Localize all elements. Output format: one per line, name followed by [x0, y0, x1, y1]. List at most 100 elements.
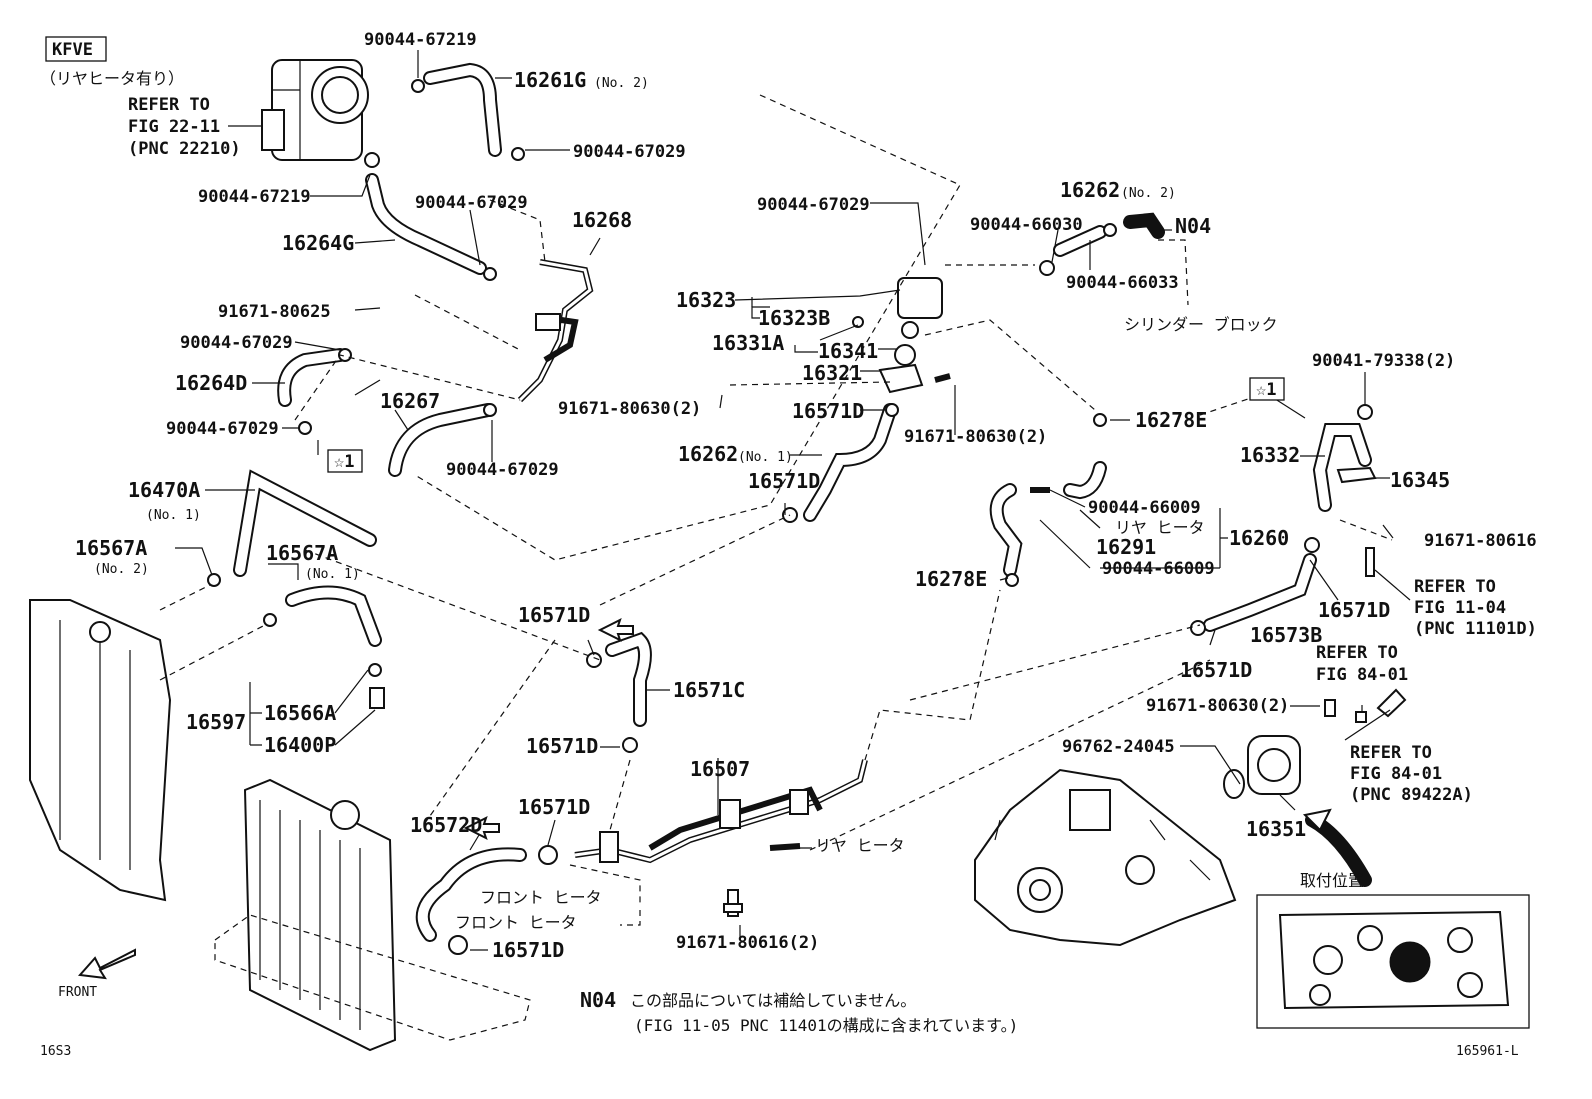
- label-16264d: 16264D: [175, 371, 247, 395]
- label-91671-80630-a: 91671-80630(2): [558, 399, 701, 419]
- label-16262-no2-sub: (No. 2): [1121, 186, 1176, 201]
- label-refer-1104-a: REFER TO: [1414, 577, 1496, 597]
- label-91671-80616-bottom: 91671-80616(2): [676, 933, 819, 953]
- pipe-16268: [517, 259, 594, 403]
- label-16566a: 16566A: [264, 701, 336, 725]
- footer-note: N04 この部品については補給していません。 (FIG 11-05 PNC 11…: [40, 988, 1519, 1059]
- hose-16567a: [263, 585, 385, 709]
- label-refer-8401-a: REFER TO: [1316, 643, 1398, 663]
- refer-line-2: FIG 22-11: [128, 117, 220, 137]
- header-block: KFVE （リヤヒータ有り） REFER TO FIG 22-11 (PNC 2…: [40, 36, 262, 159]
- label-16341: 16341: [818, 339, 878, 363]
- mount-position-arrow: [1302, 808, 1372, 887]
- label-16567a-left-sub: (No. 2): [94, 562, 149, 577]
- thermostat-housing: [852, 277, 951, 394]
- hose-16572d: [415, 845, 558, 955]
- label-16261g-sub: (No. 2): [594, 76, 649, 91]
- label-refer-8401c-c: (PNC 89422A): [1350, 785, 1473, 805]
- label-16567a-mid: 16567A: [266, 541, 338, 565]
- label-90044-66033: 90044-66033: [1066, 273, 1179, 293]
- label-90044-67219-top: 90044-67219: [364, 30, 477, 50]
- rear-heater-condition: （リヤヒータ有り）: [40, 69, 184, 88]
- note-line-2: (FIG 11-05 PNC 11401の構成に含まれています。): [634, 1016, 1018, 1035]
- label-90044-66030: 90044-66030: [970, 215, 1083, 235]
- label-91671-80616-right: 91671-80616: [1424, 531, 1537, 551]
- label-star1-left: ☆1: [334, 452, 354, 472]
- label-16571d-b: 16571D: [748, 469, 820, 493]
- label-16262-no2: 16262: [1060, 178, 1120, 202]
- label-16470a-sub: (No. 1): [146, 508, 201, 523]
- note-line-1: この部品については補給していません。: [630, 991, 916, 1010]
- label-16567a-mid-sub: (No. 1): [305, 567, 360, 582]
- label-16332: 16332: [1240, 443, 1300, 467]
- label-cylinder-block: シリンダー ブロック: [1124, 315, 1278, 334]
- hose-16470a: [207, 469, 377, 587]
- hose-16264d: [277, 348, 352, 435]
- label-16345: 16345: [1390, 468, 1450, 492]
- label-16264g: 16264G: [282, 231, 354, 255]
- label-16262-no1: 16262: [678, 442, 738, 466]
- part-labels: 90044-67219 16261G (No. 2) 90044-67029 9…: [58, 30, 1537, 1000]
- label-90044-67029-f: 90044-67029: [757, 195, 870, 215]
- hose-16573b: [1190, 537, 1320, 636]
- label-16571d-g: 16571D: [518, 795, 590, 819]
- label-90041-79338: 90041-79338(2): [1312, 351, 1455, 371]
- hose-16264g: [365, 173, 497, 281]
- bolt-91671-80616: [723, 889, 743, 917]
- flow-arrow-left-icon: [597, 618, 634, 642]
- label-91671-80630-b: 91671-80630(2): [904, 427, 1047, 447]
- label-16260: 16260: [1229, 526, 1289, 550]
- label-16571d-c: 16571D: [1318, 598, 1390, 622]
- label-96762-24045: 96762-24045: [1062, 737, 1175, 757]
- hose-16571c: [586, 631, 652, 753]
- label-16321: 16321: [802, 361, 862, 385]
- label-90044-67029-c: 90044-67029: [180, 333, 293, 353]
- label-16267: 16267: [380, 389, 440, 413]
- refer-line-3: (PNC 22210): [128, 139, 241, 159]
- label-16268: 16268: [572, 208, 632, 232]
- label-star1-right: ☆1: [1256, 380, 1276, 400]
- front-arrow: [77, 948, 136, 980]
- label-16571d-f: 16571D: [526, 734, 598, 758]
- hose-16291: [989, 413, 1107, 587]
- label-16323: 16323: [676, 288, 736, 312]
- label-91671-80630-c: 91671-80630(2): [1146, 696, 1289, 716]
- label-refer-1104-b: FIG 11-04: [1414, 598, 1506, 618]
- label-refer-8401-b: FIG 84-01: [1316, 665, 1408, 685]
- label-refer-8401c-a: REFER TO: [1350, 743, 1432, 763]
- label-16507: 16507: [690, 757, 750, 781]
- label-front-heater-a: フロント ヒータ: [480, 888, 602, 907]
- label-16261g: 16261G: [514, 68, 586, 92]
- note-code: N04: [580, 988, 616, 1012]
- label-16278e-top: 16278E: [1135, 408, 1207, 432]
- dashed-connections: [159, 94, 1393, 926]
- label-16573b: 16573B: [1250, 623, 1322, 647]
- label-16291: 16291: [1096, 535, 1156, 559]
- engine-box: [45, 36, 107, 62]
- label-90044-67029-a: 90044-67029: [573, 142, 686, 162]
- label-16597: 16597: [186, 710, 246, 734]
- label-90044-66009-b: 90044-66009: [1102, 559, 1215, 579]
- label-n04: N04: [1175, 214, 1211, 238]
- label-rear-heater-a: リヤ ヒータ: [1115, 518, 1205, 537]
- hose-16261g: [411, 62, 525, 161]
- diagram-id: 165961-L: [1456, 1044, 1519, 1059]
- label-90044-67029-d: 90044-67029: [166, 419, 279, 439]
- engine-code: KFVE: [52, 40, 93, 60]
- radiator-support-frame: [29, 599, 172, 902]
- star-box-right: [1249, 377, 1285, 401]
- pipe-16507: [574, 759, 868, 864]
- label-16571d-h: 16571D: [492, 938, 564, 962]
- engine-block-illustration: [974, 768, 1237, 947]
- label-16400p: 16400P: [264, 733, 336, 757]
- label-16323b: 16323B: [758, 306, 830, 330]
- label-90044-67029-e: 90044-67029: [446, 460, 559, 480]
- label-16571d-e: 16571D: [518, 603, 590, 627]
- mount-position-inset: [1256, 894, 1530, 1029]
- label-16262-no1-sub: (No. 1): [738, 450, 793, 465]
- throttle-body-illustration: [261, 59, 380, 168]
- flow-arrow-right-icon: [463, 816, 500, 840]
- label-mount-position: 取付位置: [1300, 871, 1364, 890]
- label-16571c: 16571C: [673, 678, 745, 702]
- hose-16267: [388, 403, 497, 477]
